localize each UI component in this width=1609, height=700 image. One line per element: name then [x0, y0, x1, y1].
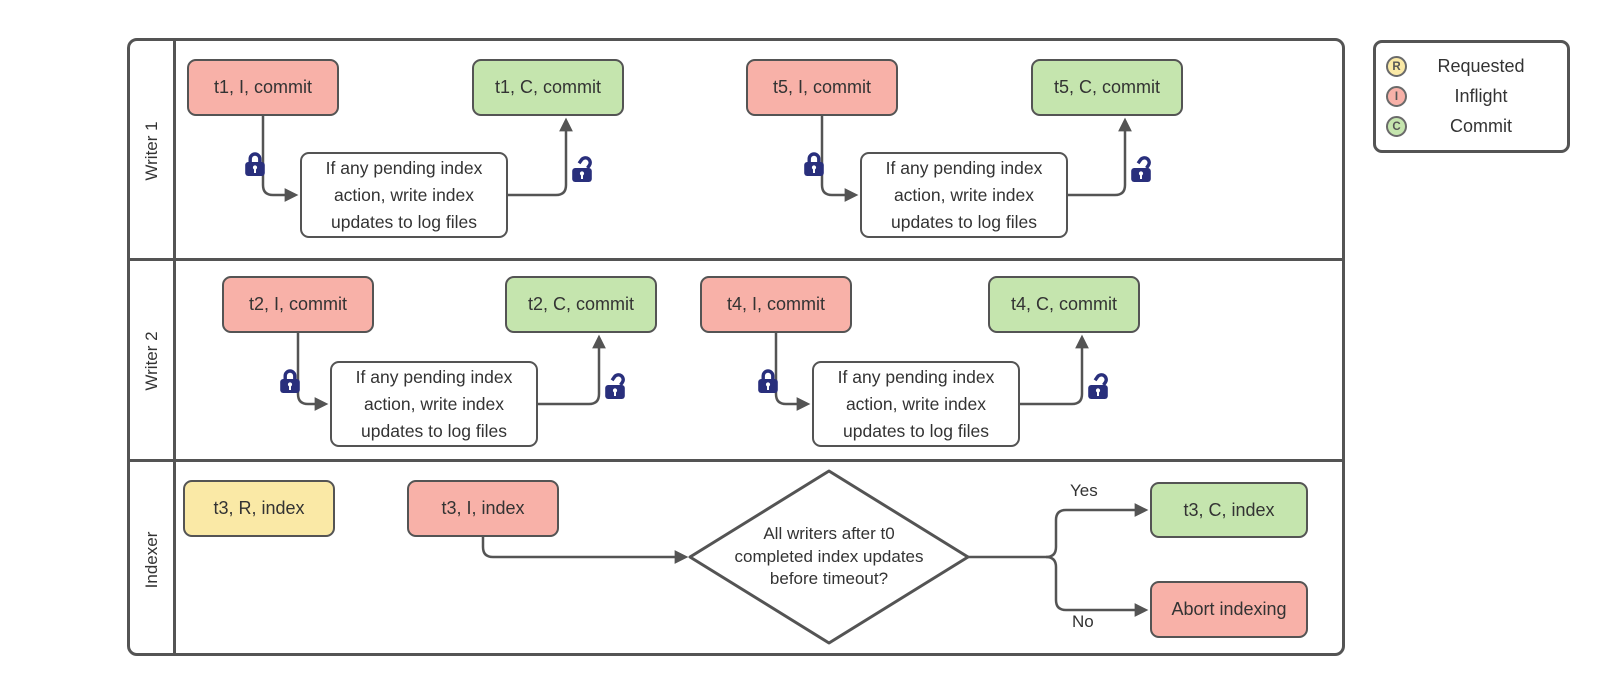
decision-line: completed index updates — [734, 546, 924, 566]
node-t3-requested: t3, R, index — [183, 480, 335, 537]
process-line: action, write index — [363, 393, 505, 414]
connector-t4-inflight-to-process — [774, 333, 811, 411]
connector-t1-inflight-to-process — [261, 116, 299, 202]
decision-line: before timeout? — [769, 569, 889, 588]
node-t5-inflight: t5, I, commit — [746, 59, 898, 116]
decision-label: All writers after t0 completed index upd… — [699, 523, 959, 591]
connector-process-to-t2-commit — [538, 334, 606, 406]
process-line: If any pending index — [355, 366, 513, 387]
node-process-writer1-t1: If any pending index action, write index… — [300, 152, 508, 238]
connector-t2-inflight-to-process — [296, 333, 329, 411]
node-process-writer2-t2: If any pending index action, write index… — [330, 361, 538, 447]
connector-t5-inflight-to-process — [820, 116, 859, 202]
node-process-writer2-t4: If any pending index action, write index… — [812, 361, 1020, 447]
branch-label-no: No — [1072, 612, 1094, 631]
lane-divider-writer2-indexer — [130, 459, 1342, 462]
node-t2-inflight: t2, I, commit — [222, 276, 374, 333]
inflight-state-icon: I — [1386, 86, 1407, 107]
node-process-writer1-t5: If any pending index action, write index… — [860, 152, 1068, 238]
connector-yes-branch — [1045, 503, 1149, 559]
process-line: updates to log files — [331, 211, 477, 232]
lane-label-writer1: Writer 1 — [142, 121, 161, 181]
legend-item-inflight: I Inflight — [1386, 84, 1555, 110]
node-t1-inflight: t1, I, commit — [187, 59, 339, 116]
node-t4-commit: t4, C, commit — [988, 276, 1140, 333]
swimlane-pool: Writer 1 Writer 2 Indexer — [127, 38, 1345, 656]
connector-process-to-t5-commit — [1068, 117, 1132, 197]
process-line: updates to log files — [361, 420, 507, 441]
legend-label: Inflight — [1454, 86, 1508, 106]
lane-divider-writer1-writer2 — [130, 258, 1342, 261]
process-line: action, write index — [893, 184, 1035, 205]
connector-process-to-t4-commit — [1020, 334, 1089, 406]
process-line: action, write index — [333, 184, 475, 205]
connector-t3-inflight-to-decision — [481, 537, 689, 564]
commit-state-icon: C — [1386, 116, 1407, 137]
node-t5-commit: t5, C, commit — [1031, 59, 1183, 116]
legend-item-commit: C Commit — [1386, 114, 1555, 140]
node-t3-commit: t3, C, index — [1150, 482, 1308, 538]
lane-header-divider — [173, 41, 176, 653]
process-line: If any pending index — [325, 157, 483, 178]
legend-item-requested: R Requested — [1386, 54, 1555, 80]
lane-label-writer2: Writer 2 — [142, 331, 161, 391]
decision-line: All writers after t0 — [763, 524, 895, 543]
node-t2-commit: t2, C, commit — [505, 276, 657, 333]
legend: R Requested I Inflight C Commit — [1373, 40, 1570, 153]
process-line: action, write index — [845, 393, 987, 414]
legend-label: Commit — [1450, 116, 1512, 136]
connector-no-branch — [1045, 555, 1149, 617]
requested-state-icon: R — [1386, 56, 1407, 77]
node-t3-inflight: t3, I, index — [407, 480, 559, 537]
process-line: If any pending index — [885, 157, 1043, 178]
legend-label: Requested — [1437, 56, 1525, 76]
process-line: updates to log files — [843, 420, 989, 441]
node-t1-commit: t1, C, commit — [472, 59, 624, 116]
process-line: updates to log files — [891, 211, 1037, 232]
process-line: If any pending index — [837, 366, 995, 387]
node-t4-inflight: t4, I, commit — [700, 276, 852, 333]
decision-diamond — [688, 469, 970, 645]
connector-process-to-t1-commit — [508, 117, 573, 197]
lane-label-indexer: Indexer — [142, 531, 161, 589]
node-abort-indexing: Abort indexing — [1150, 581, 1308, 638]
branch-label-yes: Yes — [1070, 481, 1098, 500]
